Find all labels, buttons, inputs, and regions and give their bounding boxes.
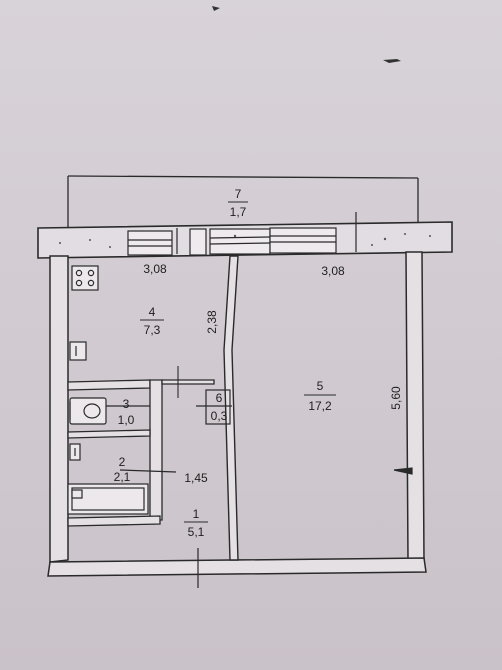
hall-width-label: 1,45 <box>184 471 208 485</box>
room-1-area: 5,1 <box>188 525 205 539</box>
window-left <box>127 230 173 256</box>
room-2-number: 2 <box>119 455 126 469</box>
room-width-label: 3,08 <box>321 264 345 278</box>
washbasin-icon <box>69 443 81 461</box>
partition-wall <box>223 255 239 561</box>
wall-hatch <box>59 233 431 248</box>
room-5-area: 17,2 <box>308 399 332 413</box>
partition-length-label: 2,38 <box>205 310 219 334</box>
paper-mark <box>212 6 220 11</box>
room-6-area: 0,3 <box>211 409 228 423</box>
room-4-area: 7,3 <box>144 323 161 337</box>
exterior-walls <box>47 251 427 577</box>
sink-icon <box>69 341 87 361</box>
toilet-icon <box>69 397 107 425</box>
room-5-number: 5 <box>317 379 324 393</box>
room-4-number: 4 <box>149 305 156 319</box>
room-7-area: 1,7 <box>230 205 247 219</box>
dimension-marks <box>106 405 413 588</box>
balcony-door <box>189 227 337 256</box>
room-2-area: 2,1 <box>114 470 131 484</box>
closet <box>196 389 232 425</box>
room-7-number: 7 <box>235 187 242 201</box>
internal-walls <box>67 366 215 527</box>
paper-mark <box>383 59 401 63</box>
bathtub-icon <box>67 483 149 515</box>
room-length-label: 5,60 <box>389 386 403 410</box>
room-3-number: 3 <box>123 397 130 411</box>
stove-icon <box>71 265 99 291</box>
exterior-wall-top <box>37 212 453 259</box>
room-1-number: 1 <box>193 507 200 521</box>
kitchen-width-label: 3,08 <box>143 262 167 276</box>
room-6-number: 6 <box>216 391 223 405</box>
room-3-area: 1,0 <box>118 413 135 427</box>
